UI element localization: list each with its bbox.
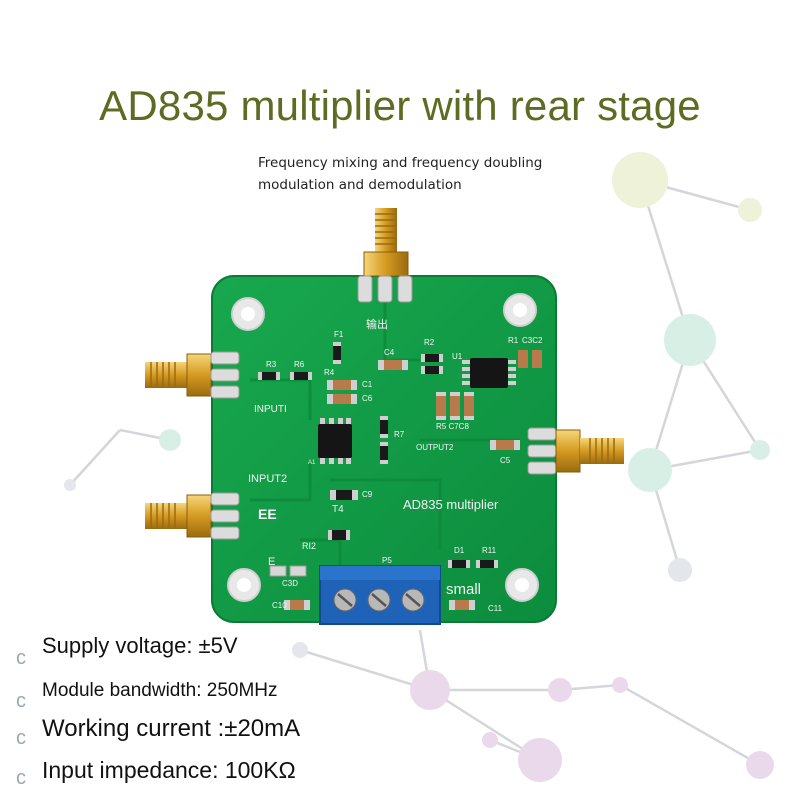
- mounting-holes: [227, 293, 539, 602]
- page-title: AD835 multiplier with rear stage: [99, 82, 701, 129]
- bullet-icon: c: [16, 727, 26, 749]
- silk-r1: R1: [508, 336, 519, 345]
- spec-item: c Supply voltage: ±5V: [16, 633, 238, 669]
- subtitle-line-1: Frequency mixing and frequency doubling: [258, 155, 543, 171]
- silk-output2: OUTPUT2: [416, 443, 454, 452]
- silk-c3c2: C3C2: [522, 336, 543, 345]
- silk-c9: C9: [362, 490, 373, 499]
- silk-module-name: AD835 multiplier: [403, 497, 499, 512]
- subtitle: Frequency mixing and frequency doubling …: [258, 152, 638, 196]
- silk-c10: C10: [272, 601, 287, 610]
- silk-c11: C11: [488, 604, 503, 613]
- silk-a1: A1: [308, 460, 316, 466]
- silk-r5c7c8: R5 C7C8: [436, 422, 469, 431]
- silk-f1: F1: [334, 330, 344, 339]
- spec-item: c Working current :±20mA: [16, 715, 301, 749]
- spec-item: c Input impedance: 100KΩ: [16, 757, 296, 789]
- spec-input-impedance: Input impedance: 100KΩ: [42, 757, 296, 783]
- silk-c30: C3D: [282, 579, 299, 588]
- spec-working-current: Working current :±20mA: [42, 715, 301, 742]
- silk-r2: R2: [424, 338, 435, 347]
- silk-c4: C4: [384, 348, 395, 357]
- silk-r6: R6: [294, 360, 305, 369]
- silk-e: E: [268, 556, 276, 568]
- silk-output-cn: 输出: [366, 319, 388, 331]
- subtitle-line-2: modulation and demodulation: [258, 177, 462, 193]
- silk-input1: INPUTI: [254, 404, 287, 415]
- silk-p5: P5: [382, 556, 392, 565]
- silk-t4: T4: [332, 504, 344, 515]
- silk-input2: INPUT2: [248, 473, 288, 485]
- ic-ad835: [318, 418, 352, 464]
- silk-d1: D1: [454, 546, 465, 555]
- spec-item: c Module bandwidth: 250MHz: [16, 680, 278, 712]
- silk-r7: R7: [394, 430, 405, 439]
- silk-ee: EE: [258, 506, 277, 522]
- silk-r3: R3: [266, 360, 277, 369]
- bullet-icon: c: [16, 647, 26, 669]
- silk-r4: R4: [324, 368, 335, 377]
- terminal-block: [319, 565, 441, 625]
- spec-supply-voltage: Supply voltage: ±5V: [42, 633, 238, 658]
- silk-ri2: RI2: [302, 541, 317, 551]
- sma-connector-input2: [145, 492, 240, 540]
- smd-components: [258, 342, 542, 610]
- silk-u1: U1: [452, 352, 463, 361]
- sma-connector-top: [357, 208, 413, 303]
- silk-small: small: [446, 581, 482, 598]
- ic-u1: [462, 358, 516, 388]
- bullet-icon: c: [16, 690, 26, 712]
- spec-bandwidth: Module bandwidth: 250MHz: [42, 680, 278, 701]
- sma-connector-input1: [145, 351, 240, 399]
- silk-c1: C1: [362, 380, 373, 389]
- silk-r11: R11: [482, 546, 497, 555]
- silk-c6: C6: [362, 394, 373, 403]
- silk-c5: C5: [500, 456, 511, 465]
- sma-connector-output2: [527, 427, 624, 475]
- bullet-icon: c: [16, 767, 26, 789]
